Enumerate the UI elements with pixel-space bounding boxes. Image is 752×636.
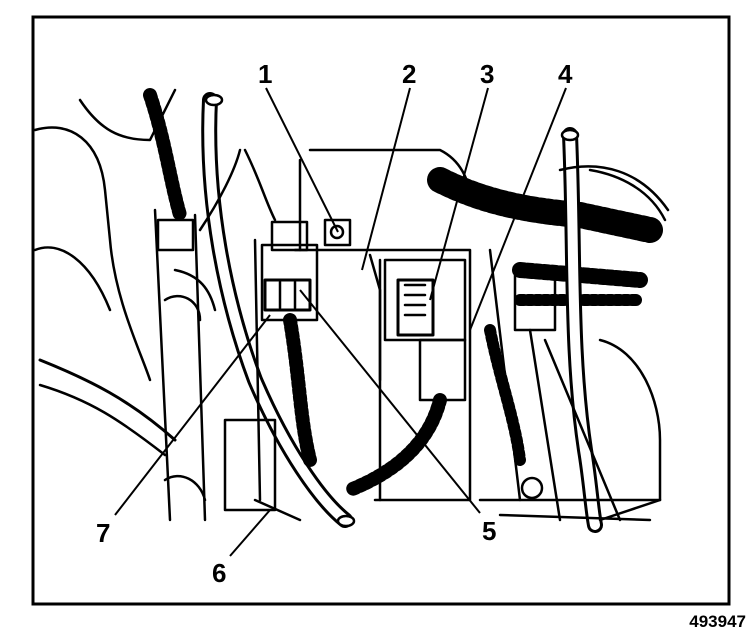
- callout-3: 3: [480, 59, 494, 89]
- callout-6: 6: [212, 558, 226, 588]
- callouts: 1 2 3 4 5 6 7: [96, 59, 573, 588]
- leader-line-2: [361, 87, 411, 271]
- figure-id: 493947: [689, 612, 746, 631]
- leader-line-1: [265, 87, 339, 233]
- leader-line-3: [429, 87, 489, 301]
- callout-4: 4: [558, 59, 573, 89]
- leader-lines: [114, 87, 567, 557]
- leader-line-5: [299, 289, 481, 514]
- illustration: [33, 88, 670, 533]
- callout-7: 7: [96, 518, 110, 548]
- callout-1: 1: [258, 59, 272, 89]
- leader-line-6: [229, 509, 271, 557]
- leader-line-7: [114, 314, 271, 516]
- leader-line-4: [469, 87, 567, 331]
- callout-2: 2: [402, 59, 416, 89]
- callout-5: 5: [482, 516, 496, 546]
